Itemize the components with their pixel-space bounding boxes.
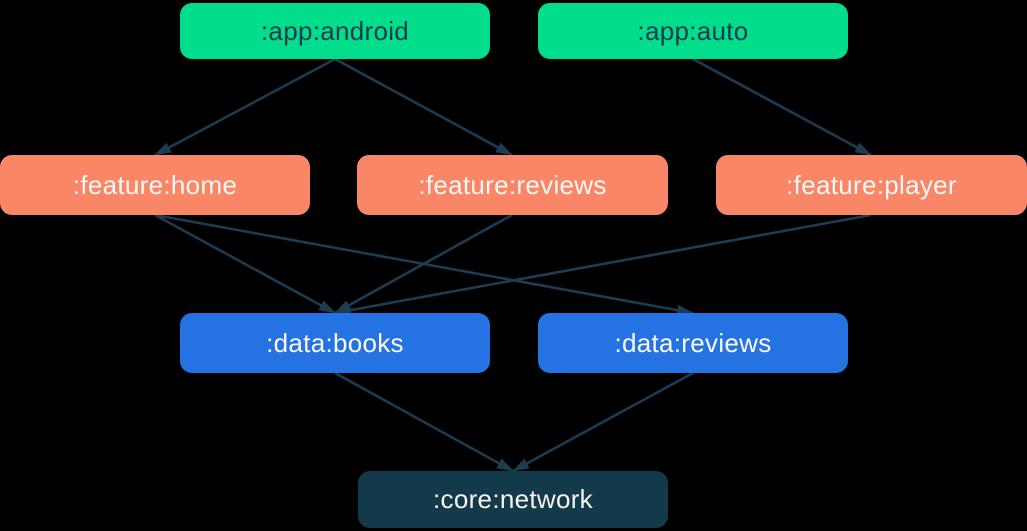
node-app-android: :app:android	[180, 3, 490, 59]
dependency-edges	[154, 57, 872, 473]
node-core-network: :core:network	[358, 471, 668, 528]
edge-data-books-to-core-network	[334, 371, 514, 473]
edge-feature-home-to-data-reviews	[154, 213, 694, 316]
node-feature-home: :feature:home	[0, 155, 310, 215]
node-data-reviews: :data:reviews	[538, 313, 848, 373]
edge-feature-reviews-to-data-books	[334, 213, 513, 315]
edge-feature-home-to-data-books	[154, 213, 336, 315]
edge-feature-player-to-data-books	[334, 213, 872, 316]
node-feature-reviews: :feature:reviews	[357, 155, 668, 215]
edge-app-android-to-feature-home	[154, 57, 336, 157]
edge-data-reviews-to-core-network	[512, 371, 694, 473]
node-feature-player: :feature:player	[716, 155, 1027, 215]
node-data-books: :data:books	[180, 313, 490, 373]
edge-app-android-to-feature-reviews	[334, 57, 513, 157]
edge-app-auto-to-feature-player	[692, 57, 872, 157]
node-app-auto: :app:auto	[538, 3, 848, 59]
